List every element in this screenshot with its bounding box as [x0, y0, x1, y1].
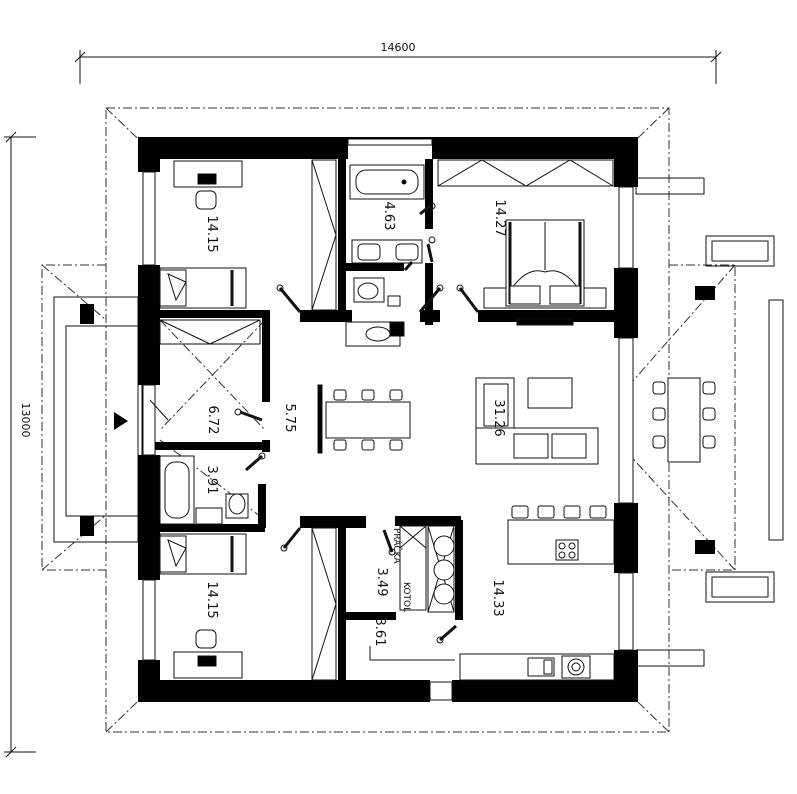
- porch-post: [80, 516, 94, 536]
- interior-walls: [150, 159, 614, 680]
- terrace-post: [695, 286, 715, 300]
- porch-post: [80, 304, 94, 324]
- room-area-label: 4.63: [381, 202, 396, 231]
- room-area-label: 31.26: [491, 399, 506, 436]
- room-area-label: 6.72: [205, 406, 220, 435]
- desk-bottom: [173, 629, 243, 679]
- washer-label: PRÁČKA: [391, 528, 403, 564]
- living-sofa: [475, 377, 599, 465]
- boiler-label: KOTOL: [401, 582, 411, 612]
- door-swings: [149, 202, 480, 661]
- bathroom-left-fixtures: [159, 455, 249, 525]
- bathroom-top-fixtures: [345, 164, 425, 347]
- room-area-label: 14.27: [492, 199, 507, 236]
- master-bed: [483, 219, 607, 326]
- terrace-post: [695, 540, 715, 554]
- kitchen-island: [507, 505, 615, 565]
- room-area-label: 14.15: [204, 581, 219, 618]
- entrance-arrow-icon: [114, 412, 128, 430]
- desk-top: [173, 160, 243, 210]
- bed-top-left: [159, 267, 247, 309]
- room-area-label: 14.33: [490, 579, 505, 616]
- svg-text:KOTOL: KOTOL: [401, 582, 411, 612]
- svg-text:PRÁČKA: PRÁČKA: [391, 528, 403, 564]
- east-terrace: [635, 177, 784, 667]
- utility-fixtures: [399, 525, 455, 611]
- west-porch: [53, 296, 143, 543]
- exterior-walls: [138, 137, 638, 702]
- room-area-label: 3.91: [204, 466, 219, 495]
- windows: [142, 138, 634, 701]
- bed-bottom-left: [159, 533, 247, 575]
- dimension-width-label: 14600: [381, 41, 416, 54]
- top-cabinet: [437, 159, 614, 187]
- dimension-height-label: 13000: [19, 403, 32, 438]
- room-area-label: 14.15: [204, 215, 219, 252]
- room-area-label: 5.75: [282, 404, 297, 433]
- room-area-label: 3.49: [374, 568, 389, 597]
- dimension-width: [74, 50, 722, 84]
- dining-set: [317, 384, 411, 454]
- outdoor-dining-set: [652, 377, 716, 463]
- kitchen-counter: [459, 653, 615, 681]
- dimension-height: [4, 131, 36, 758]
- room-area-label: 3.61: [372, 618, 387, 647]
